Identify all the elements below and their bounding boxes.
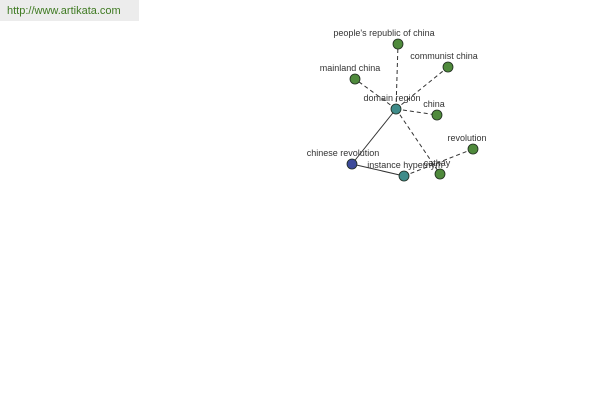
node-label-communist: communist china [410, 51, 478, 61]
node-prc[interactable] [392, 38, 404, 50]
edge-instance-revolution [403, 148, 474, 177]
edge-domain-china [395, 108, 438, 116]
edge-domain-cathay [395, 108, 441, 175]
edge-chinese_rev-instance [351, 163, 405, 177]
node-chinese-rev[interactable] [346, 158, 358, 170]
edge-domain-prc [395, 43, 399, 110]
node-revolution[interactable] [467, 143, 479, 155]
node-label-revolution: revolution [447, 133, 486, 143]
graph-labels: people's republic of china communist chin… [307, 28, 487, 170]
edge-domain-mainland [354, 78, 397, 110]
watermark-link[interactable]: http://www.artikata.com [7, 4, 121, 17]
node-china[interactable] [431, 109, 443, 121]
node-label-china: china [423, 99, 445, 109]
watermark-banner[interactable]: http://www.artikata.com [0, 0, 139, 21]
node-domain[interactable] [390, 103, 402, 115]
node-label-domain: domain region [363, 93, 420, 103]
node-label-cathay: cathay [424, 158, 451, 168]
node-label-instance: instance hypernym [367, 160, 443, 170]
graph-edges [351, 43, 474, 177]
node-cathay[interactable] [434, 168, 446, 180]
node-label-chinese-rev: chinese revolution [307, 148, 380, 158]
graph-nodes [346, 38, 479, 182]
node-communist[interactable] [442, 61, 454, 73]
node-label-mainland: mainland china [320, 63, 381, 73]
node-label-prc: people's republic of china [333, 28, 434, 38]
node-mainland[interactable] [349, 73, 361, 85]
node-instance[interactable] [398, 170, 410, 182]
edge-domain-chinese_rev [351, 108, 397, 165]
